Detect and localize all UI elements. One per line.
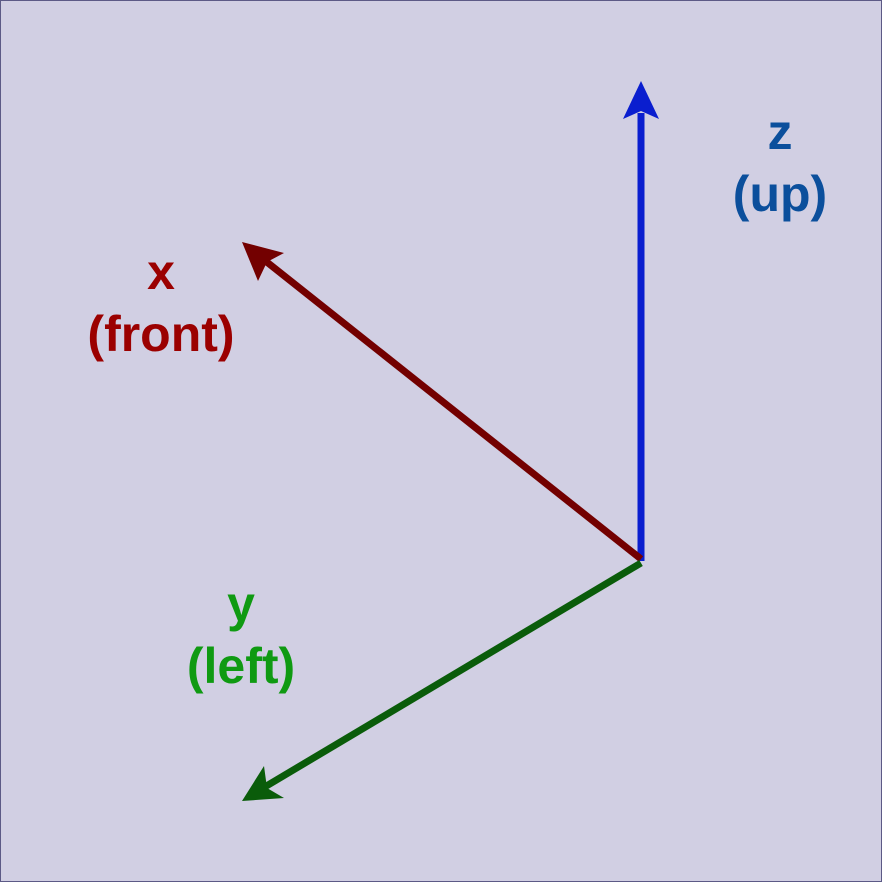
x-axis-arrowhead xyxy=(242,242,284,281)
y-axis-shaft xyxy=(261,559,643,792)
z-axis-name: z xyxy=(767,104,793,160)
y-axis-desc: (left) xyxy=(186,638,296,694)
y-axis-arrow xyxy=(242,559,643,801)
y-axis-label: y (left) xyxy=(171,573,311,697)
z-axis-arrow xyxy=(623,81,659,561)
x-axis-arrow xyxy=(242,242,644,562)
x-axis-shaft xyxy=(260,256,644,562)
z-axis-arrowhead xyxy=(623,81,659,119)
z-axis-label: z (up) xyxy=(720,101,840,225)
x-axis-label: x (front) xyxy=(71,241,251,365)
z-axis-desc: (up) xyxy=(732,166,828,222)
x-axis-name: x xyxy=(147,244,175,300)
y-axis-arrowhead xyxy=(242,766,284,801)
x-axis-desc: (front) xyxy=(87,306,235,362)
y-axis-name: y xyxy=(227,576,255,632)
